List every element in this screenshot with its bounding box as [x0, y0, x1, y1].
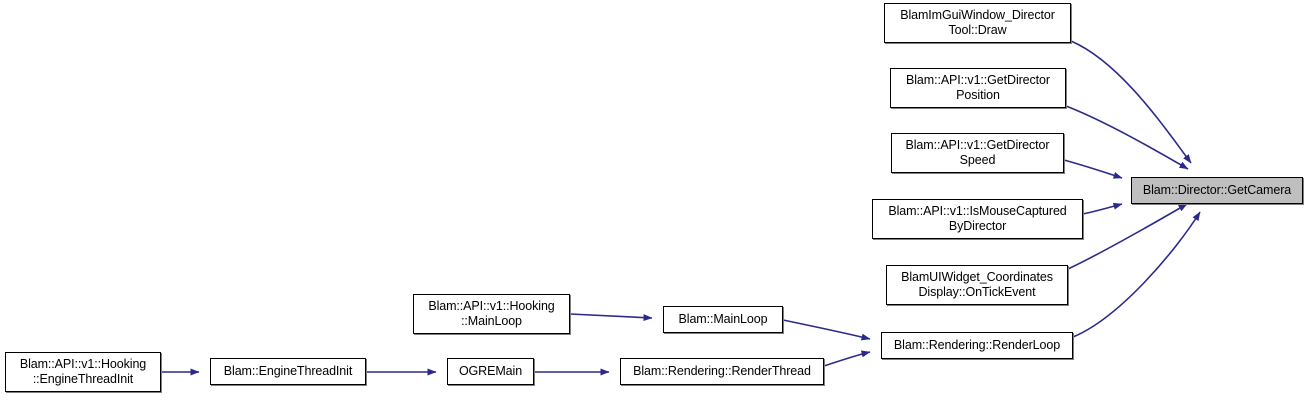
graph-node-n12[interactable]: Blam::Rendering::RenderThread	[620, 358, 824, 385]
graph-node-label: Blam::API::v1::Hooking ::EngineThreadIni…	[19, 357, 147, 386]
call-edge-n5-to-n6	[1072, 211, 1201, 338]
graph-node-label: Blam::Rendering::RenderThread	[633, 364, 811, 378]
graph-node-label: BlamImGuiWindow_Director Tool::Draw	[900, 8, 1055, 37]
graph-node-n10[interactable]: Blam::EngineThreadInit	[210, 358, 366, 385]
call-edge-n8-to-n5	[782, 319, 871, 341]
graph-node-n3[interactable]: Blam::API::v1::IsMouseCaptured ByDirecto…	[872, 199, 1083, 239]
graph-node-n2[interactable]: Blam::API::v1::GetDirector Speed	[891, 133, 1064, 173]
graph-node-n0[interactable]: BlamImGuiWindow_Director Tool::Draw	[884, 3, 1071, 43]
graph-node-label: Blam::API::v1::GetDirector Position	[906, 73, 1050, 102]
call-edge-n12-to-n5	[823, 350, 871, 367]
graph-node-n9[interactable]: Blam::API::v1::Hooking ::EngineThreadIni…	[5, 352, 161, 392]
graph-node-label: Blam::EngineThreadInit	[223, 364, 353, 378]
call-edge-n3-to-n6	[1082, 202, 1123, 215]
graph-node-label: Blam::API::v1::Hooking ::MainLoop	[428, 299, 555, 328]
call-edge-n4-to-n6	[1067, 203, 1188, 270]
graph-node-n1[interactable]: Blam::API::v1::GetDirector Position	[890, 68, 1066, 108]
graph-node-n7[interactable]: Blam::API::v1::Hooking ::MainLoop	[413, 294, 570, 334]
call-edge-n1-to-n6	[1065, 105, 1189, 170]
call-edge-n2-to-n6	[1063, 159, 1123, 179]
graph-node-n11[interactable]: OGREMain	[447, 358, 534, 385]
graph-node-n8[interactable]: Blam::MainLoop	[663, 306, 783, 333]
graph-node-n6[interactable]: Blam::Director::GetCamera	[1131, 177, 1303, 204]
graph-node-n5[interactable]: Blam::Rendering::RenderLoop	[881, 332, 1073, 359]
graph-node-label: BlamUIWidget_Coordinates Display::OnTick…	[901, 270, 1053, 299]
graph-node-label: Blam::Rendering::RenderLoop	[893, 338, 1061, 352]
graph-node-label: OGREMain	[458, 364, 523, 378]
graph-node-n4[interactable]: BlamUIWidget_Coordinates Display::OnTick…	[886, 265, 1068, 305]
graph-node-label: Blam::MainLoop	[678, 312, 768, 326]
graph-node-label: Blam::API::v1::IsMouseCaptured ByDirecto…	[888, 204, 1067, 233]
call-edge-n0-to-n6	[1070, 40, 1192, 164]
graph-node-label: Blam::API::v1::GetDirector Speed	[905, 138, 1050, 167]
call-edge-n7-to-n8	[569, 313, 653, 322]
graph-node-label: Blam::Director::GetCamera	[1142, 183, 1292, 197]
